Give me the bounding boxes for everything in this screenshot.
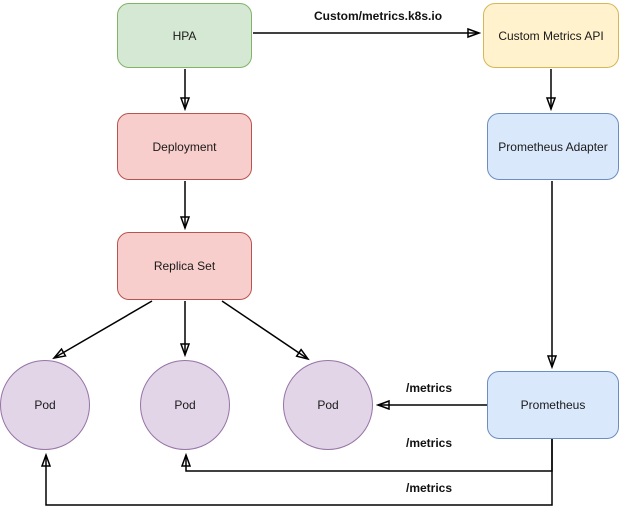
node-prometheus-adapter: Prometheus Adapter [487,113,619,180]
edge-label-metrics-pod2: /metrics [403,436,455,450]
node-pod-3: Pod [283,360,373,450]
edge-prometheus-to-pod2 [186,439,553,472]
node-hpa-label: HPA [172,28,197,43]
node-custom-metrics-api: Custom Metrics API [483,3,619,68]
node-prometheus-adapter-label: Prometheus Adapter [498,139,608,154]
node-pod-1-label: Pod [34,398,56,412]
node-pod-2: Pod [140,360,230,450]
node-deployment: Deployment [117,113,252,180]
edge-replica-set-to-pod3 [221,300,308,359]
edge-label-metrics-pod1: /metrics [403,481,455,495]
node-replica-set-label: Replica Set [153,259,216,273]
node-replica-set: Replica Set [117,232,252,300]
node-pod-1: Pod [0,360,90,450]
node-prometheus-label: Prometheus [520,398,586,412]
edge-replica-set-to-pod1 [54,300,153,358]
node-deployment-label: Deployment [152,139,217,154]
node-hpa: HPA [117,3,252,68]
edge-prometheus-to-pod1 [46,439,553,506]
node-pod-3-label: Pod [317,398,339,412]
node-custom-metrics-api-label: Custom Metrics API [498,28,604,43]
edge-label-metrics-pod3: /metrics [403,381,455,395]
node-prometheus: Prometheus [487,371,619,439]
edge-label-custom-metrics-k8s-io: Custom/metrics.k8s.io [311,9,445,23]
node-pod-2-label: Pod [174,398,196,412]
